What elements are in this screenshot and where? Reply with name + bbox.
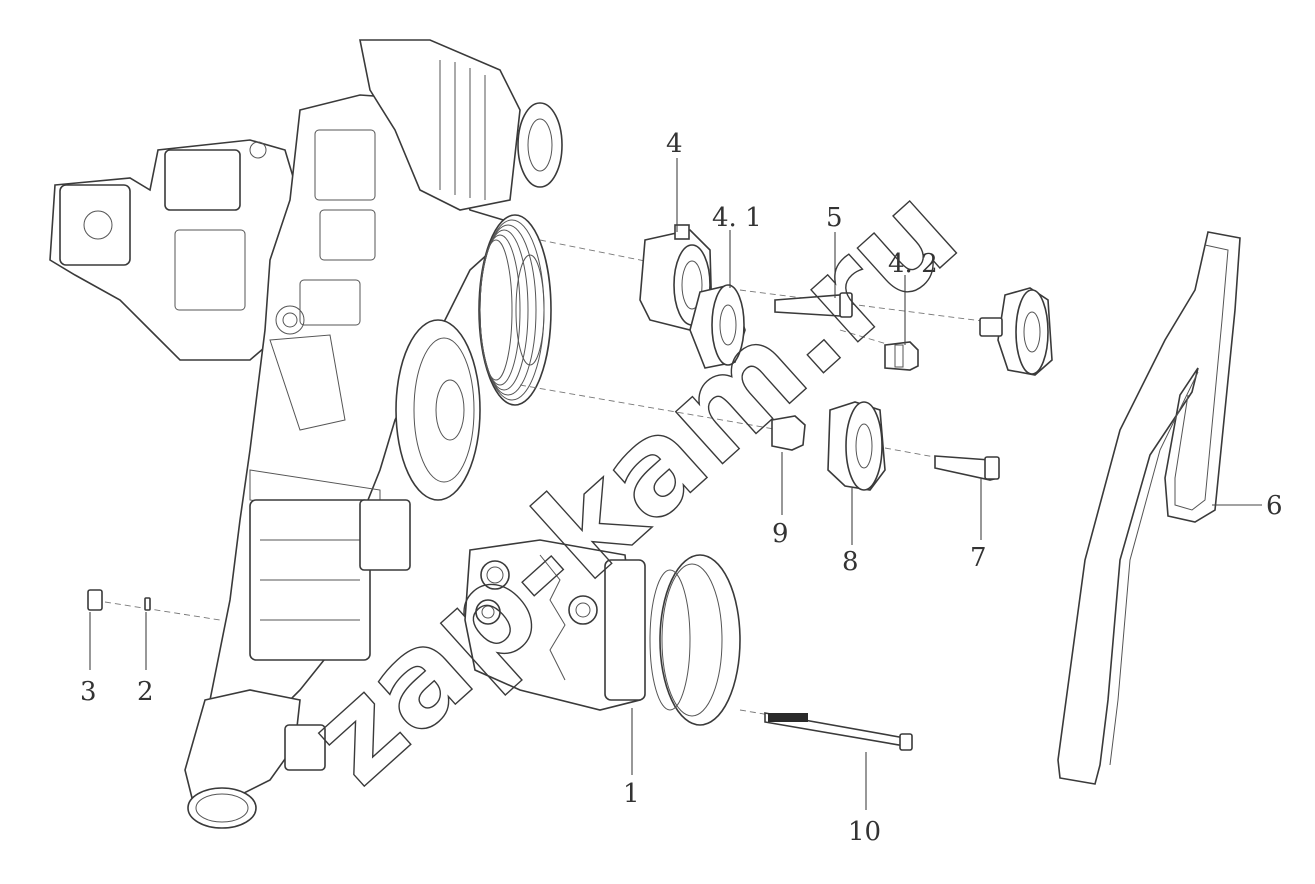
callout-3: 3: [80, 677, 97, 707]
callout-10: 10: [848, 817, 881, 847]
callout-9: 9: [772, 519, 789, 549]
callout-4-2: 4. 2: [888, 249, 938, 279]
callout-6: 6: [1266, 491, 1283, 521]
bushing-part-9: [771, 415, 806, 451]
callout-2: 2: [137, 677, 154, 707]
callout-7: 7: [970, 543, 987, 573]
bolt-part-4-2: [884, 341, 919, 371]
ac-compressor-part-1: [464, 539, 741, 726]
callout-4-1: 4. 1: [712, 203, 762, 233]
idler-pulley-part-8: [827, 401, 886, 491]
washer-part-2: [144, 597, 151, 611]
tensioner-pulley-part-4-1: [689, 284, 746, 369]
callout-labels: 4 4. 1 5 4. 2 6 9 8 7 3 2 1 10: [80, 129, 1283, 847]
leader-lines: [89, 158, 1262, 810]
bolt-part-7: [934, 455, 1000, 481]
bolt-part-10: [764, 712, 913, 751]
nut-part-3: [87, 589, 103, 611]
idler-pulley-upper: [979, 287, 1053, 376]
serpentine-belt-part-6: [1057, 231, 1241, 785]
callout-5: 5: [826, 203, 843, 233]
bolt-part-5: [774, 292, 853, 318]
callout-1: 1: [623, 779, 640, 809]
callout-4: 4: [666, 129, 683, 159]
engine-front-cover-assembly: [49, 39, 563, 829]
callout-8: 8: [842, 547, 859, 577]
